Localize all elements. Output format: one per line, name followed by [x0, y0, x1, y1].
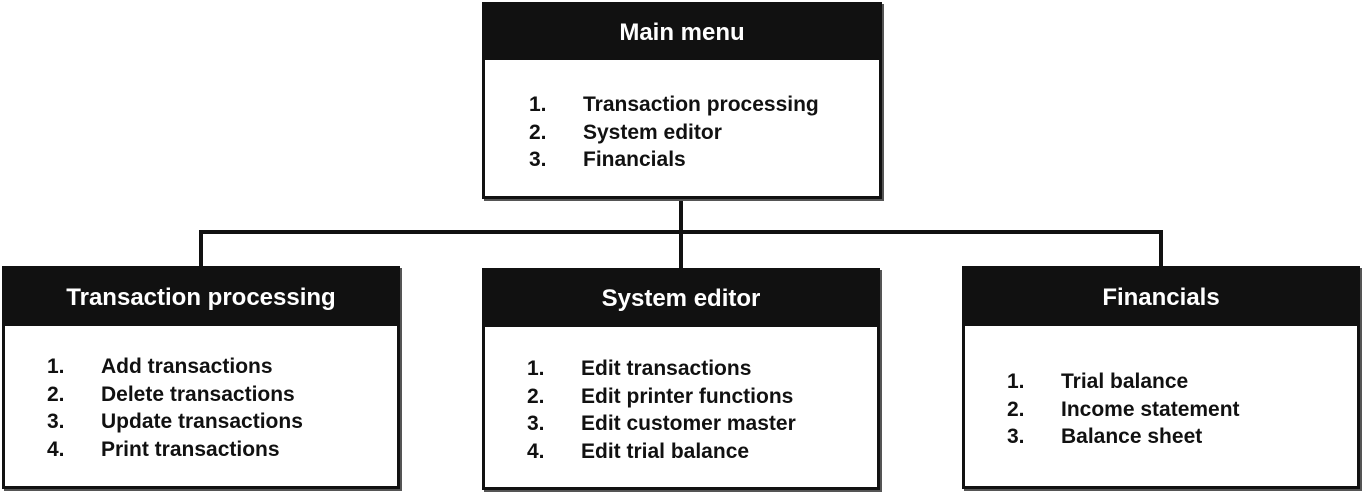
item-label: Delete transactions	[101, 382, 295, 406]
item-number: 3.	[1007, 425, 1025, 448]
list-item-print-transactions: 4. Print transactions	[47, 436, 303, 464]
item-label: Edit printer functions	[581, 384, 794, 408]
item-number: 1.	[529, 93, 547, 116]
connector-drop-transaction-processing	[199, 230, 203, 268]
system-editor-title: System editor	[485, 271, 877, 327]
list-item-income-statement: 2. Income statement	[1007, 396, 1240, 424]
system-editor-list: 1. Edit transactions 2. Edit printer fun…	[527, 355, 796, 465]
item-number: 3.	[529, 148, 547, 171]
system-editor-box: System editor 1. Edit transactions 2. Ed…	[482, 268, 880, 490]
item-number: 4.	[527, 439, 545, 463]
financials-box: Financials 1. Trial balance 2. Income st…	[962, 266, 1360, 489]
item-number: 3.	[47, 410, 65, 433]
main-menu-box: Main menu 1. Transaction processing 2. S…	[482, 2, 882, 199]
item-label: Add transactions	[101, 355, 273, 378]
item-number: 2.	[527, 384, 545, 408]
main-menu-title: Main menu	[485, 5, 879, 60]
item-number: 2.	[47, 382, 65, 406]
transaction-processing-title: Transaction processing	[5, 269, 397, 326]
item-label: Income statement	[1061, 397, 1240, 421]
item-number: 3.	[527, 412, 545, 435]
item-label: Edit customer master	[581, 412, 796, 435]
transaction-processing-box: Transaction processing 1. Add transactio…	[2, 266, 400, 489]
item-number: 4.	[47, 437, 65, 461]
item-label: Trial balance	[1061, 370, 1189, 393]
list-item-edit-customer-master: 3. Edit customer master	[527, 410, 796, 438]
financials-list: 1. Trial balance 2. Income statement 3. …	[1007, 368, 1240, 451]
item-label: Balance sheet	[1061, 425, 1203, 448]
item-label: System editor	[583, 120, 722, 144]
list-item-delete-transactions: 2. Delete transactions	[47, 381, 303, 409]
item-label: Edit transactions	[581, 357, 752, 380]
connector-main-trunk	[679, 198, 683, 234]
main-menu-list: 1. Transaction processing 2. System edit…	[529, 91, 819, 174]
list-item-edit-transactions: 1. Edit transactions	[527, 355, 796, 383]
transaction-processing-list: 1. Add transactions 2. Delete transactio…	[47, 353, 303, 463]
main-menu-item-transaction-processing: 1. Transaction processing	[529, 91, 819, 119]
connector-drop-financials	[1159, 230, 1163, 268]
connector-drop-system-editor	[679, 230, 683, 270]
list-item-trial-balance: 1. Trial balance	[1007, 368, 1240, 396]
item-number: 1.	[527, 357, 545, 380]
financials-title: Financials	[965, 269, 1357, 326]
item-label: Print transactions	[101, 437, 280, 461]
item-number: 1.	[1007, 370, 1025, 393]
list-item-balance-sheet: 3. Balance sheet	[1007, 423, 1240, 451]
item-label: Edit trial balance	[581, 439, 750, 463]
main-menu-item-financials: 3. Financials	[529, 146, 819, 174]
item-number: 2.	[1007, 397, 1025, 421]
item-label: Financials	[583, 148, 686, 171]
list-item-update-transactions: 3. Update transactions	[47, 408, 303, 436]
item-number: 2.	[529, 120, 547, 144]
list-item-edit-trial-balance: 4. Edit trial balance	[527, 438, 796, 466]
list-item-edit-printer-functions: 2. Edit printer functions	[527, 383, 796, 411]
item-label: Update transactions	[101, 410, 303, 433]
item-label: Transaction processing	[583, 93, 819, 116]
list-item-add-transactions: 1. Add transactions	[47, 353, 303, 381]
item-number: 1.	[47, 355, 65, 378]
main-menu-item-system-editor: 2. System editor	[529, 119, 819, 147]
